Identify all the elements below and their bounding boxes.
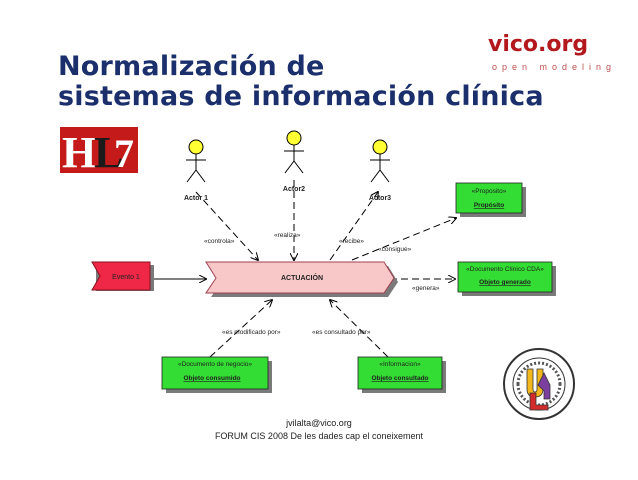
class-consultado-stereotype: «Informacion» bbox=[379, 361, 421, 368]
class-consumido-stereotype: «Documento de negocio» bbox=[178, 361, 252, 368]
actor-2-label: Actor2 bbox=[283, 186, 305, 193]
relation-recibe-label: «recibe» bbox=[339, 238, 364, 245]
actor-3-label: Actor3 bbox=[369, 195, 391, 202]
class-consumido bbox=[161, 356, 269, 390]
svg-text:L: L bbox=[94, 128, 123, 173]
action-label: ACTUACIÓN bbox=[281, 273, 323, 282]
class-generado-stereotype: «Documento Clínico CDA» bbox=[466, 266, 544, 273]
relation-realiza-label: «realiza» bbox=[274, 232, 301, 239]
hl7-logo: H L 7 bbox=[60, 127, 138, 173]
actor-head-icon bbox=[188, 139, 204, 155]
actor-head-icon bbox=[286, 130, 302, 146]
class-proposito bbox=[455, 182, 523, 214]
relation-genera-label: «genera» bbox=[412, 285, 440, 292]
class-consultado bbox=[357, 356, 443, 390]
class-consultado-name: Objeto consultado bbox=[371, 375, 428, 382]
class-generado-name: Objeto generado bbox=[479, 279, 531, 286]
class-consumido-name: Objeto consumido bbox=[183, 375, 240, 382]
title-line-2: sistemas de información clínica bbox=[58, 81, 544, 112]
svg-text:7: 7 bbox=[114, 131, 134, 173]
relation-consultado-label: «es consultado por» bbox=[312, 329, 371, 336]
actor-1 bbox=[186, 139, 206, 183]
footer-email[interactable]: jvilalta@vico.org bbox=[286, 418, 352, 428]
class-generado bbox=[457, 261, 553, 293]
class-proposito-name: Propósito bbox=[474, 202, 504, 209]
svg-text:H: H bbox=[62, 128, 96, 173]
event-label: Evento 1 bbox=[112, 274, 140, 281]
footer-event: FORUM CIS 2008 De les dades cap el conei… bbox=[214, 431, 424, 441]
title-line-1: Normalización de bbox=[58, 51, 325, 82]
brand-logo[interactable]: vico.org bbox=[488, 32, 589, 57]
relation-consigue-line bbox=[351, 218, 456, 261]
class-proposito-stereotype: «Proposito» bbox=[472, 188, 507, 195]
page-title: Normalización de sistemas de información… bbox=[58, 52, 544, 112]
relation-consigue-label: «consigue» bbox=[378, 246, 412, 253]
relation-recibe-line bbox=[329, 192, 378, 261]
relation-controla-line bbox=[195, 191, 258, 260]
actor-head-icon bbox=[372, 139, 388, 155]
action-shape bbox=[205, 261, 395, 294]
relation-controla-label: «controla» bbox=[204, 238, 235, 245]
event-shape bbox=[91, 261, 151, 291]
omg-certification-logo bbox=[503, 348, 575, 420]
relation-modificado-label: «es modificado por» bbox=[222, 329, 281, 336]
relation-modificado-line bbox=[209, 300, 272, 358]
relation-consultado-line bbox=[330, 300, 389, 358]
brand-tagline: open modeling bbox=[492, 62, 617, 72]
actor-3 bbox=[370, 139, 390, 183]
actor-1-label: Actor 1 bbox=[184, 195, 208, 202]
actor-2 bbox=[284, 130, 304, 174]
